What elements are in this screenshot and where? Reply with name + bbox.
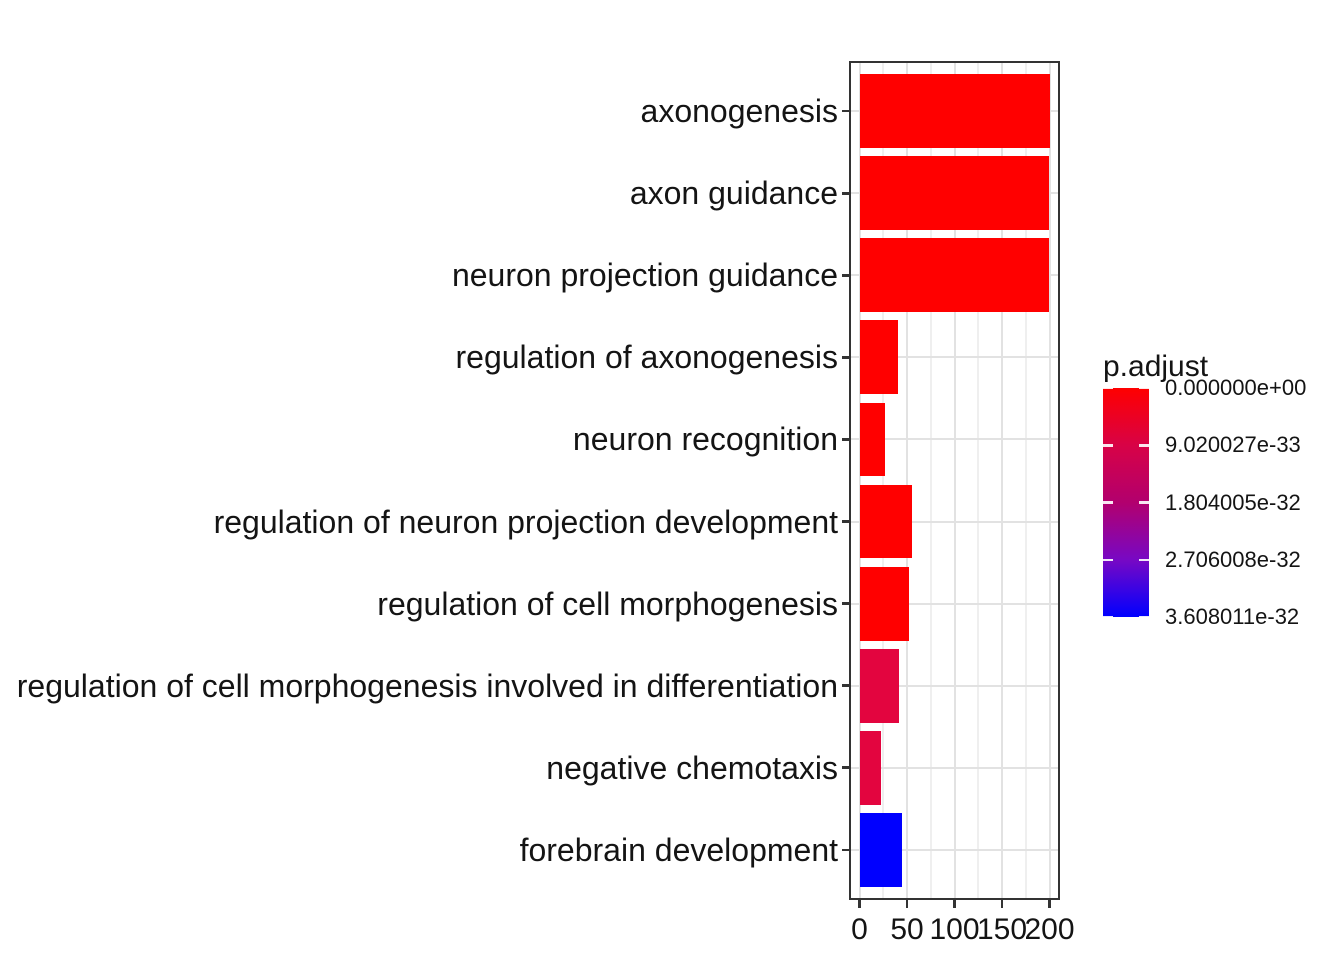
gridline-major-x-150 <box>1001 62 1003 899</box>
x-axis-label: 200 <box>1024 913 1075 946</box>
gridline-major-y-5 <box>850 520 1059 523</box>
bar <box>859 238 1049 313</box>
y-axis-tick <box>842 356 850 359</box>
panel-border <box>849 61 1060 900</box>
gridline-major-x-0 <box>858 62 861 899</box>
y-axis-label: regulation of cell morphogenesis involve… <box>16 667 838 704</box>
bar <box>859 812 903 887</box>
y-axis-tick <box>842 438 850 441</box>
bar <box>859 320 898 395</box>
gridline-major-y-9 <box>850 848 1059 851</box>
gridline-major-y-7 <box>850 684 1059 687</box>
gridline-minor-x-125 <box>977 62 980 899</box>
y-axis-label: regulation of neuron projection developm… <box>213 503 838 540</box>
legend-tick-label: 3.608011e-32 <box>1165 604 1300 629</box>
gridline-major-y-3 <box>850 356 1059 359</box>
bar <box>859 648 900 723</box>
bar <box>859 484 912 559</box>
y-axis-tick <box>842 848 850 851</box>
y-axis-label: axon guidance <box>629 175 838 212</box>
gridline-major-y-4 <box>850 438 1059 441</box>
bar <box>859 74 1050 149</box>
legend-colorbar-tick <box>1103 444 1113 447</box>
bar <box>859 730 882 805</box>
gridline-major-y-6 <box>850 602 1059 605</box>
bar <box>859 156 1049 231</box>
y-axis-label: negative chemotaxis <box>546 749 838 786</box>
y-axis-tick <box>842 109 850 113</box>
x-axis-tick <box>905 900 909 908</box>
gridline-major-x-100 <box>953 62 956 899</box>
legend-colorbar-tick <box>1103 558 1113 561</box>
gridline-major-x-200 <box>1048 62 1051 899</box>
legend-colorbar-tick <box>1103 615 1113 619</box>
y-axis-tick <box>842 192 850 195</box>
y-axis-label: neuron projection guidance <box>451 257 838 294</box>
legend-colorbar-tick <box>1103 501 1113 504</box>
legend-tick-label: 1.804005e-32 <box>1165 489 1301 515</box>
x-axis-label: 0 <box>851 913 868 946</box>
x-axis-label: 150 <box>976 913 1028 946</box>
gridline-minor-x-75 <box>929 62 932 899</box>
legend-colorbar-tick <box>1139 386 1149 390</box>
y-axis-tick <box>842 602 850 605</box>
bar <box>859 566 909 641</box>
y-axis-label: regulation of cell morphogenesis <box>377 585 838 622</box>
bar <box>859 402 886 477</box>
legend-tick-label: 0.000000e+00 <box>1165 375 1307 400</box>
legend-colorbar-tick <box>1139 444 1149 447</box>
x-axis-tick <box>953 900 956 908</box>
legend-tick-label: 2.706008e-32 <box>1165 546 1301 572</box>
gridline-minor-x-175 <box>1024 62 1027 899</box>
y-axis-tick <box>842 766 850 769</box>
x-axis-label: 100 <box>929 913 980 946</box>
y-axis-label: regulation of axonogenesis <box>455 339 839 376</box>
legend-colorbar-tick <box>1139 501 1149 504</box>
gridline-major-x-50 <box>906 62 908 899</box>
y-axis-tick <box>842 274 850 277</box>
legend-colorbar-tick <box>1103 386 1113 390</box>
y-axis-label: neuron recognition <box>572 421 838 458</box>
x-axis-tick <box>1000 900 1004 908</box>
x-axis-tick <box>858 900 861 908</box>
gridline-major-y-8 <box>850 766 1059 769</box>
y-axis-label: forebrain development <box>519 831 838 868</box>
y-axis-tick <box>842 520 850 523</box>
x-axis-label: 50 <box>890 913 924 946</box>
y-axis-tick <box>842 684 850 687</box>
x-axis-tick <box>1048 900 1051 908</box>
y-axis-label: axonogenesis <box>640 93 838 130</box>
legend-colorbar-tick <box>1139 558 1149 561</box>
legend-title: p.adjust <box>1103 350 1209 383</box>
legend-tick-label: 9.020027e-33 <box>1165 432 1301 458</box>
legend-colorbar-tick <box>1139 615 1149 619</box>
gridline-minor-x-25 <box>882 62 885 899</box>
